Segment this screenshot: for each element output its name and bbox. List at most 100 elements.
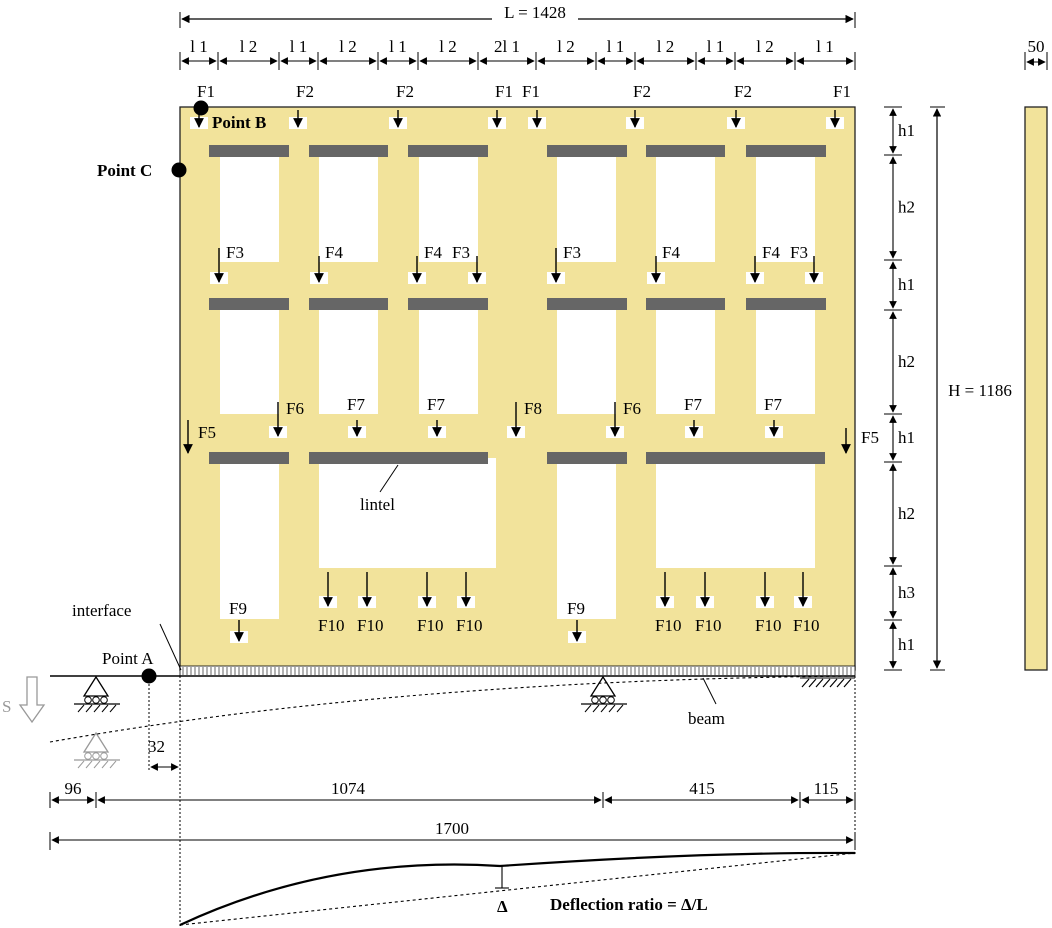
- top-dimension-overall: L = 1428: [179, 3, 856, 28]
- lintel-13: [309, 452, 488, 464]
- span-label-3: 115: [814, 779, 839, 798]
- force-label-f2: F2: [296, 82, 314, 101]
- window-opening-14: [557, 458, 616, 619]
- height-dimension-overall: H = 1186: [930, 106, 1020, 671]
- window-opening-2: [419, 150, 478, 262]
- lintel-6: [209, 298, 289, 310]
- interface-label: interface: [72, 601, 131, 620]
- delta-label: Δ: [497, 897, 508, 916]
- top-segment-label-11: l 2: [756, 37, 773, 56]
- lintel-11: [746, 298, 826, 310]
- force-label-f10: F10: [318, 616, 344, 635]
- window-opening-7: [319, 304, 378, 414]
- lintel-14: [547, 452, 627, 464]
- settlement-label: S: [2, 697, 11, 716]
- beam-callout: beam: [688, 677, 725, 728]
- overall-length-label: L = 1428: [504, 3, 566, 22]
- top-segment-label-1: l 2: [240, 37, 257, 56]
- support-left: [74, 675, 120, 713]
- top-segment-label-12: l 1: [816, 37, 833, 56]
- wall-body: [179, 106, 856, 671]
- lintel-callout: lintel: [360, 464, 399, 514]
- lintel-label: lintel: [360, 495, 395, 514]
- force-label-f2: F2: [396, 82, 414, 101]
- top-segment-label-0: l 1: [190, 37, 207, 56]
- height-segment-label-5: h2: [898, 504, 915, 523]
- window-opening-6: [220, 304, 279, 414]
- force-label-f4: F4: [662, 243, 680, 262]
- wall-section-body: [1024, 106, 1048, 671]
- wall-section: 50: [1024, 37, 1048, 671]
- force-label-f1: F1: [833, 82, 851, 101]
- lintels: [209, 145, 826, 464]
- offset-label: 32: [148, 737, 165, 756]
- lintel-3: [547, 145, 627, 157]
- lintel-10: [646, 298, 725, 310]
- settlement-arrow: S: [2, 676, 46, 724]
- foundation-beam: [50, 675, 855, 688]
- fixed-end-hatch: [801, 678, 852, 688]
- interface-band: [179, 665, 856, 677]
- span-label-0: 96: [65, 779, 82, 798]
- span-label-2: 415: [689, 779, 715, 798]
- force-label-f4: F4: [424, 243, 442, 262]
- lintel-9: [547, 298, 627, 310]
- top-segment-label-3: l 2: [339, 37, 356, 56]
- force-label-f6: F6: [623, 399, 641, 418]
- force-label-f10: F10: [793, 616, 819, 635]
- top-segment-label-9: l 2: [657, 37, 674, 56]
- lintel-0: [209, 145, 289, 157]
- force-label-f5: F5: [198, 423, 216, 442]
- deflection-ratio-label: Deflection ratio = Δ/L: [550, 895, 708, 914]
- force-label-f10: F10: [357, 616, 383, 635]
- window-opening-8: [419, 304, 478, 414]
- lintel-12: [209, 452, 289, 464]
- point-c-label: Point C: [97, 161, 152, 180]
- force-label-f10: F10: [417, 616, 443, 635]
- overall-height-label: H = 1186: [948, 381, 1012, 400]
- window-opening-3: [557, 150, 616, 262]
- top-segment-label-7: l 2: [557, 37, 574, 56]
- force-label-f9: F9: [229, 599, 247, 618]
- span-label-1: 1074: [331, 779, 366, 798]
- force-label-f3: F3: [790, 243, 808, 262]
- lintel-1: [309, 145, 388, 157]
- height-segment-label-4: h1: [898, 428, 915, 447]
- window-opening-11: [756, 304, 815, 414]
- lintel-2: [408, 145, 488, 157]
- top-segment-label-4: l 1: [389, 37, 406, 56]
- deformed-beam-curve: [49, 675, 856, 743]
- lintel-7: [309, 298, 388, 310]
- force-label-f10: F10: [456, 616, 482, 635]
- settled-support: [74, 731, 120, 769]
- force-label-f1: F1: [495, 82, 513, 101]
- point-b-label: Point B: [212, 113, 266, 132]
- force-label-f7: F7: [684, 395, 702, 414]
- support-middle: [581, 675, 627, 713]
- force-label-f5: F5: [861, 428, 879, 447]
- window-openings: [220, 150, 815, 619]
- bottom-span-dimensions: 96 1074 415 115: [49, 779, 856, 808]
- height-segment-label-2: h1: [898, 275, 915, 294]
- force-label-f7: F7: [427, 395, 445, 414]
- force-label-f8: F8: [524, 399, 542, 418]
- window-opening-10: [656, 304, 715, 414]
- chord-line: [179, 852, 856, 926]
- top-segment-label-10: l 1: [707, 37, 724, 56]
- ground-hatch-left: [77, 704, 117, 713]
- interface-callout: interface: [72, 601, 182, 671]
- force-label-f4: F4: [325, 243, 343, 262]
- force-label-f2: F2: [633, 82, 651, 101]
- height-segment-label-0: h1: [898, 121, 915, 140]
- lintel-5: [746, 145, 826, 157]
- total-span-dimension: 1700: [49, 819, 856, 850]
- height-segment-label-7: h1: [898, 635, 915, 654]
- top-segment-label-5: l 2: [439, 37, 456, 56]
- force-label-f1: F1: [197, 82, 215, 101]
- force-label-f2: F2: [734, 82, 752, 101]
- deflection-diagram: Δ Deflection ratio = Δ/L: [179, 851, 856, 926]
